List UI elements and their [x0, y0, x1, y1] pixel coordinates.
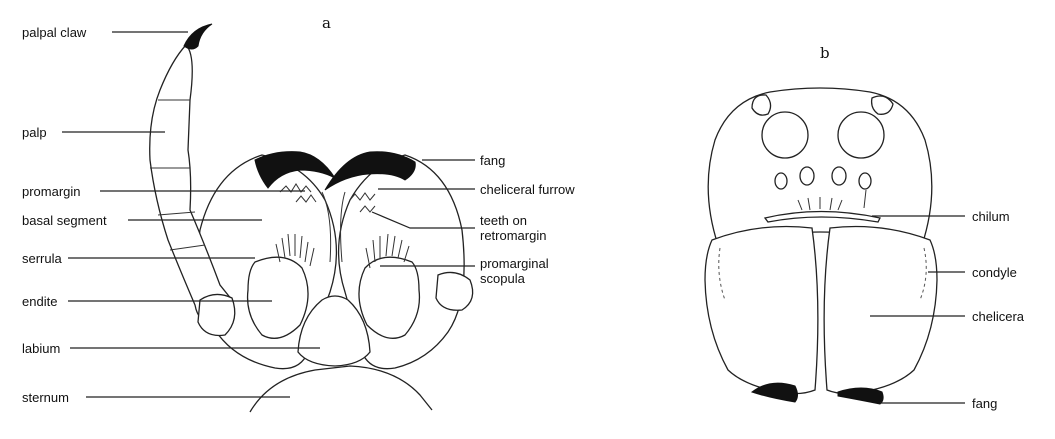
label-palp: palp — [22, 125, 47, 140]
left-endite — [248, 257, 308, 338]
label-chilum: chilum — [972, 209, 1010, 224]
right-chelicera — [824, 227, 937, 394]
anterior-median-eye-left — [762, 112, 808, 158]
label-condyle: condyle — [972, 265, 1017, 280]
carapace-head — [708, 88, 932, 245]
right-endite — [359, 257, 419, 338]
label-chelicera: chelicera — [972, 309, 1025, 324]
label-basal-segment: basal segment — [22, 213, 107, 228]
label-retromargin: retromargin — [480, 228, 546, 243]
sternum-shape — [250, 366, 432, 412]
palpal-claw-shape — [184, 24, 212, 49]
label-endite: endite — [22, 294, 57, 309]
label-sternum: sternum — [22, 390, 69, 405]
panel-b-label: b — [820, 44, 830, 62]
label-palpal-claw: palpal claw — [22, 25, 87, 40]
label-teeth-on: teeth on — [480, 213, 527, 228]
label-fang-b: fang — [972, 396, 997, 411]
left-chelicera — [705, 227, 818, 394]
label-fang-a: fang — [480, 153, 505, 168]
label-promarginal: promarginal — [480, 256, 549, 271]
label-promargin: promargin — [22, 184, 81, 199]
panel-a-label: a — [322, 14, 331, 32]
label-scopula: scopula — [480, 271, 526, 286]
anterior-median-eye-right — [838, 112, 884, 158]
right-fang-b — [838, 388, 883, 404]
label-serrula: serrula — [22, 251, 63, 266]
panel-b-drawing — [705, 88, 937, 404]
label-labium: labium — [22, 341, 60, 356]
panel-a-drawing — [150, 24, 473, 412]
right-palp-stump — [436, 272, 473, 310]
label-cheliceral-furrow: cheliceral furrow — [480, 182, 575, 197]
